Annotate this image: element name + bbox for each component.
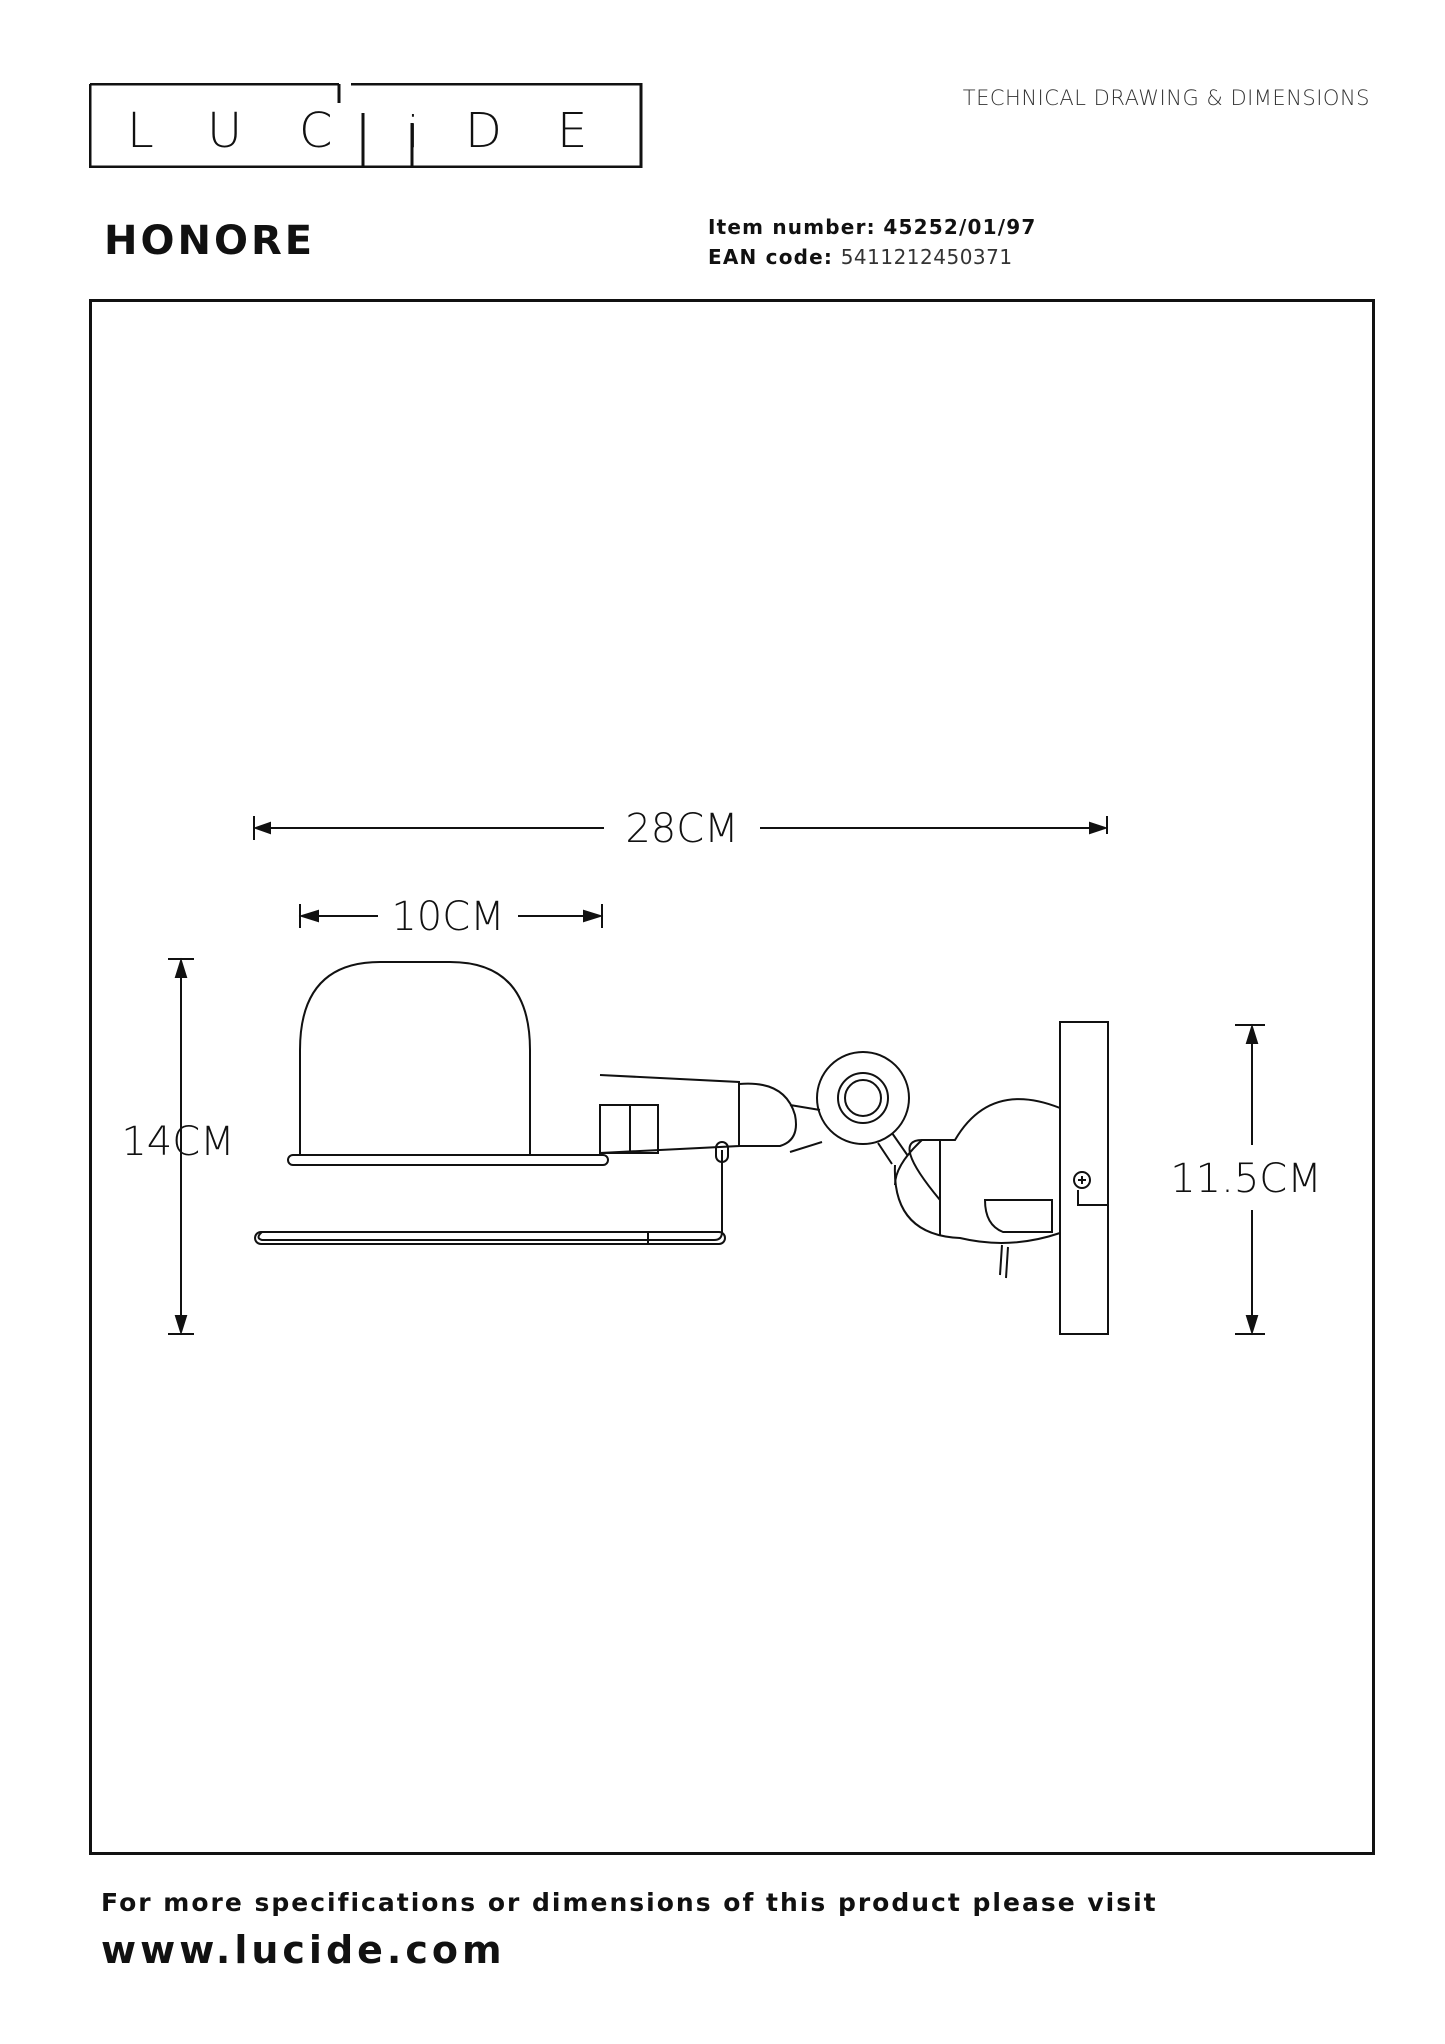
dimension-10cm [298,904,604,928]
dimension-14cm [168,957,194,1336]
lamp-shade [287,961,740,1166]
document-type: TECHNICAL DRAWING & DIMENSIONS [962,86,1370,110]
dimension-28cm [253,816,1109,840]
lucide-logo: L U C i D E [89,83,643,168]
product-name: HONORE [104,218,316,264]
dimension-11-5cm [1235,1023,1265,1336]
product-meta: Item number: 45252/01/97 EAN code: 54112… [708,212,1036,272]
svg-text:D: D [465,103,502,159]
ean-label: EAN code [708,245,824,269]
item-number-value: 45252/01/97 [883,215,1037,239]
drawing-frame [89,299,1375,1855]
svg-text:L: L [127,103,154,159]
item-number-row: Item number: 45252/01/97 [708,212,1036,242]
svg-text:i: i [407,107,419,158]
ean-row: EAN code: 5411212450371 [708,245,1013,269]
footer-note: For more specifications or dimensions of… [101,1888,1158,1917]
label-28cm: 28CM [625,806,738,852]
item-number-label: Item number: [708,215,876,239]
footer-url-link[interactable]: www.lucide.com [101,1928,506,1972]
label-10cm: 10CM [391,894,504,940]
label-14cm: 14CM [121,1119,234,1165]
lamp-joint [738,1051,910,1165]
ean-value: 5411212450371 [840,245,1013,269]
svg-text:E: E [557,103,587,159]
svg-text:C: C [299,103,333,159]
lamp-arm [254,1141,729,1245]
label-11-5cm: 11.5CM [1170,1156,1322,1202]
svg-text:U: U [207,103,242,159]
wall-mount [893,1021,1109,1335]
